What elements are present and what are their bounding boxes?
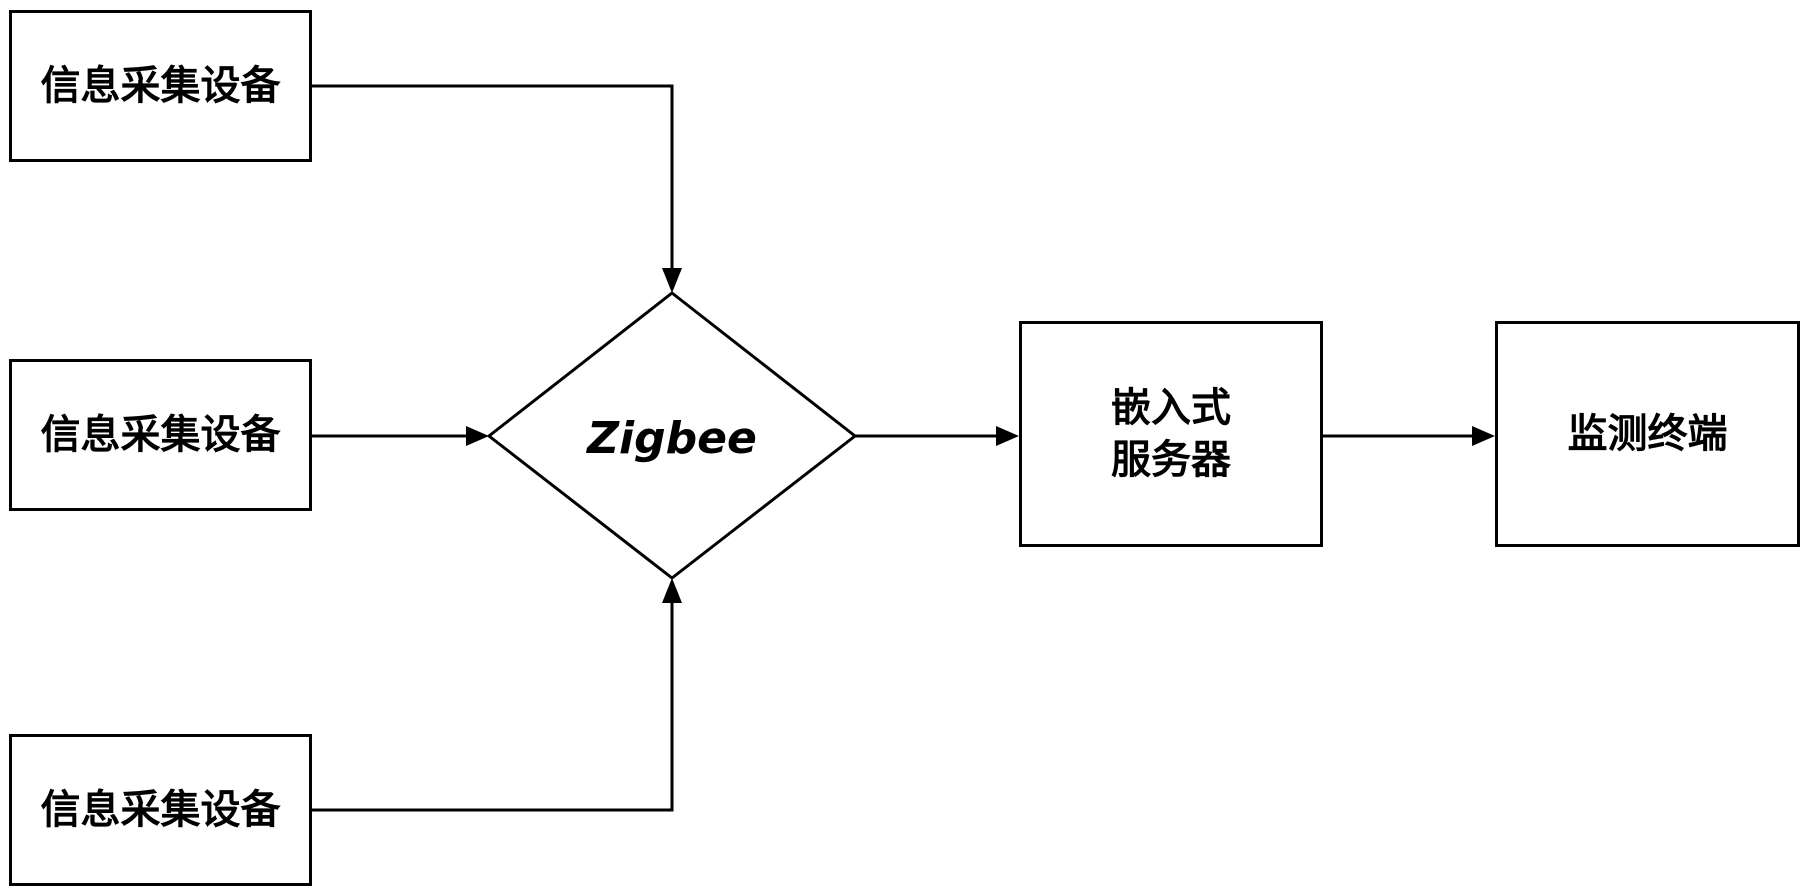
info-collector-label-3: 信息采集设备 bbox=[40, 787, 281, 833]
arrowhead-collector-2 bbox=[466, 426, 489, 446]
zigbee-label: Zigbee bbox=[587, 412, 757, 464]
info-collector-box-1: 信息采集设备 bbox=[9, 10, 312, 162]
embedded-server-box: 嵌入式 服务器 bbox=[1019, 321, 1323, 547]
info-collector-box-2: 信息采集设备 bbox=[9, 359, 312, 511]
edge-collector-3-to-hub bbox=[312, 603, 674, 812]
monitoring-terminal-box: 监测终端 bbox=[1495, 321, 1800, 547]
edge-collector-1-to-hub bbox=[312, 84, 674, 268]
info-collector-label-1: 信息采集设备 bbox=[40, 63, 281, 109]
monitoring-terminal-label: 监测终端 bbox=[1567, 411, 1728, 457]
arrowhead-collector-3 bbox=[662, 578, 682, 603]
embedded-server-label: 嵌入式 服务器 bbox=[1111, 385, 1231, 483]
info-collector-label-2: 信息采集设备 bbox=[40, 412, 281, 458]
arrowhead-collector-1 bbox=[662, 268, 682, 293]
arrowhead-server bbox=[996, 426, 1019, 446]
info-collector-box-3: 信息采集设备 bbox=[9, 734, 312, 886]
arrowhead-terminal bbox=[1472, 426, 1495, 446]
